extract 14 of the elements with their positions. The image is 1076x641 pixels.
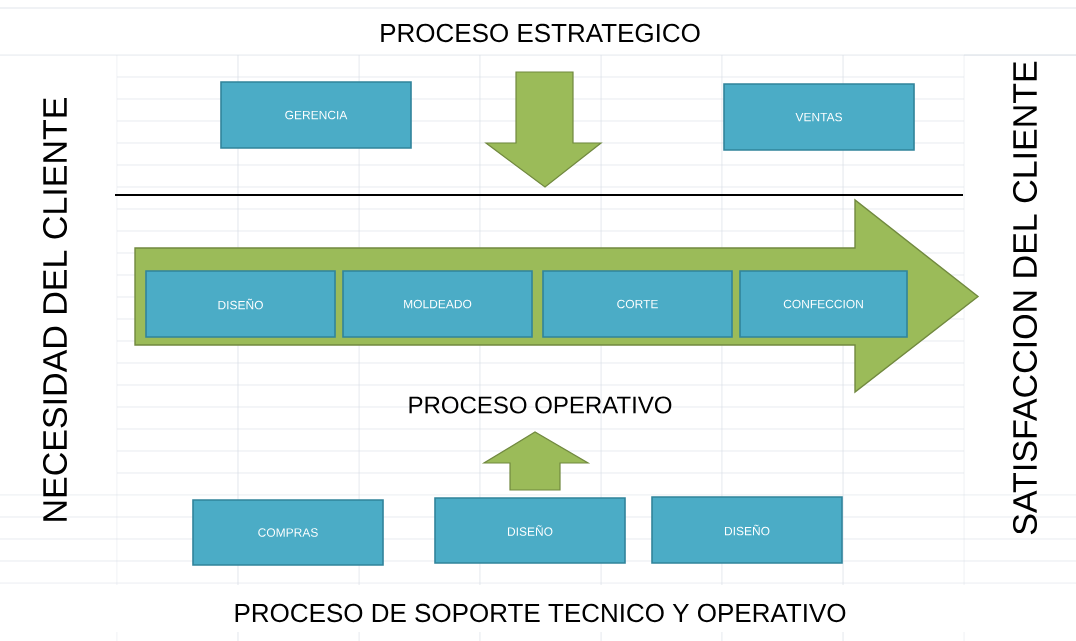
process-box: VENTAS bbox=[723, 83, 915, 151]
process-box: DISEÑO bbox=[651, 496, 843, 564]
section-heading: SATISFACCION DEL CLIENTE bbox=[1012, 61, 1038, 535]
process-box: GERENCIA bbox=[220, 81, 412, 149]
process-box: COMPRAS bbox=[192, 499, 384, 566]
process-box: MOLDEADO bbox=[342, 270, 533, 338]
process-box: CONFECCION bbox=[739, 270, 908, 338]
section-heading: PROCESO ESTRATEGICO bbox=[381, 23, 700, 43]
process-box: DISEÑO bbox=[434, 497, 626, 564]
process-box: CORTE bbox=[542, 270, 733, 338]
section-heading: PROCESO DE SOPORTE TECNICO Y OPERATIVO bbox=[235, 603, 846, 623]
section-heading: NECESIDAD DEL CLIENTE bbox=[42, 98, 68, 521]
section-heading: PROCESO OPERATIVO bbox=[409, 396, 672, 414]
process-box: DISEÑO bbox=[145, 270, 336, 338]
